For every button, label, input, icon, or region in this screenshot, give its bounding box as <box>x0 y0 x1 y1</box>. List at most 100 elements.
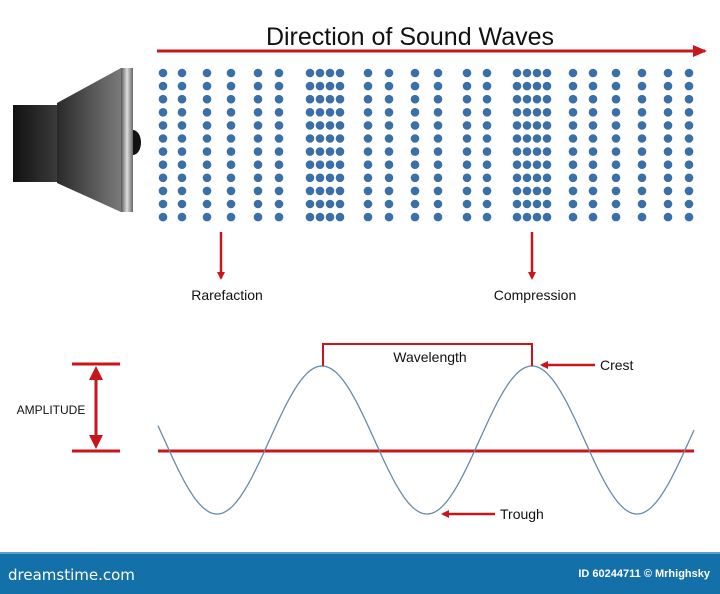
particle-dot <box>684 186 694 196</box>
compression-label: Compression <box>494 287 576 303</box>
particle-dot <box>325 81 335 91</box>
particle-dot <box>588 121 598 130</box>
particle-dot <box>335 94 345 104</box>
particle-dot <box>532 186 542 196</box>
particle-dot <box>433 134 443 143</box>
particle-dot <box>202 173 212 183</box>
particle-dot <box>226 121 236 130</box>
particle-dot <box>542 199 552 209</box>
particle-dot <box>637 160 647 169</box>
particle-dot <box>305 68 315 78</box>
particle-dot <box>226 173 236 183</box>
particle-dot <box>177 186 187 196</box>
brand-logo: dreamstime.com <box>8 566 135 584</box>
particle-dot <box>384 94 394 104</box>
particle-dot <box>568 173 578 183</box>
particle-dot <box>325 94 335 104</box>
particle-dot <box>384 121 394 130</box>
particle-dot <box>512 160 522 169</box>
particle-dot <box>663 160 673 169</box>
particle-dot <box>663 68 673 78</box>
particle-dot <box>253 81 263 91</box>
particle-dot <box>637 173 647 183</box>
particle-dot <box>177 212 187 222</box>
particle-dot <box>611 121 621 130</box>
particle-dot <box>532 199 542 209</box>
sine-wave <box>157 365 695 515</box>
particle-dot <box>542 81 552 91</box>
particle-dot <box>522 160 532 169</box>
particle-dot <box>663 199 673 209</box>
particle-dot <box>274 134 284 143</box>
particle-dot <box>202 160 212 169</box>
particle-dot <box>253 186 263 196</box>
particle-dot <box>410 160 420 169</box>
particle-dot <box>588 94 598 104</box>
particle-dot <box>532 121 542 130</box>
particle-dot <box>542 68 552 78</box>
particle-dot <box>532 81 542 91</box>
particle-dot <box>611 160 621 169</box>
particle-dot <box>325 212 335 222</box>
speaker-icon <box>13 68 141 212</box>
particle-dot <box>363 108 373 117</box>
particle-dot <box>588 186 598 196</box>
rarefaction-label: Rarefaction <box>191 287 263 303</box>
particle-dot <box>433 173 443 183</box>
particle-dot <box>611 147 621 156</box>
particle-dot <box>482 81 492 91</box>
particle-dot <box>158 94 168 104</box>
particle-dot <box>611 108 621 117</box>
particle-dot <box>315 186 325 196</box>
particle-dot <box>482 134 492 143</box>
particle-dot <box>384 212 394 222</box>
particle-dot <box>684 81 694 91</box>
particle-dot <box>663 212 673 222</box>
particle-dot <box>588 160 598 169</box>
particle-dot <box>335 81 345 91</box>
particle-dot <box>158 212 168 222</box>
particle-dot <box>335 173 345 183</box>
particle-dot <box>335 212 345 222</box>
particle-dot <box>226 199 236 209</box>
particle-dot <box>305 108 315 117</box>
particle-dot <box>315 94 325 104</box>
particle-dot <box>226 81 236 91</box>
particle-dot <box>637 186 647 196</box>
particle-dot <box>363 199 373 209</box>
particle-dot <box>522 81 532 91</box>
particle-dot <box>177 134 187 143</box>
particle-dot <box>202 121 212 130</box>
particle-dot <box>433 121 443 130</box>
particle-dot <box>637 68 647 78</box>
particle-dot <box>410 121 420 130</box>
particle-dot <box>532 173 542 183</box>
particle-dot <box>522 186 532 196</box>
particle-dot <box>588 147 598 156</box>
particle-dot <box>462 199 472 209</box>
particle-dot <box>158 134 168 143</box>
particle-dot <box>542 160 552 169</box>
particle-dot <box>568 68 578 78</box>
particle-dot <box>410 81 420 91</box>
particle-dot <box>253 94 263 104</box>
particle-dot <box>512 186 522 196</box>
particle-dot <box>305 160 315 169</box>
particle-dot <box>542 173 552 183</box>
particle-dot <box>512 81 522 91</box>
particle-dot <box>158 160 168 169</box>
particle-dot <box>568 147 578 156</box>
particle-dot <box>274 94 284 104</box>
particle-dot <box>611 199 621 209</box>
particle-dot <box>410 134 420 143</box>
particle-dot <box>363 147 373 156</box>
particle-dot <box>522 121 532 130</box>
particle-dot <box>384 134 394 143</box>
particle-dot <box>433 81 443 91</box>
particle-dot <box>363 160 373 169</box>
particle-dot <box>335 134 345 143</box>
particle-dot <box>335 121 345 130</box>
particle-dot <box>684 160 694 169</box>
particle-dot <box>522 134 532 143</box>
